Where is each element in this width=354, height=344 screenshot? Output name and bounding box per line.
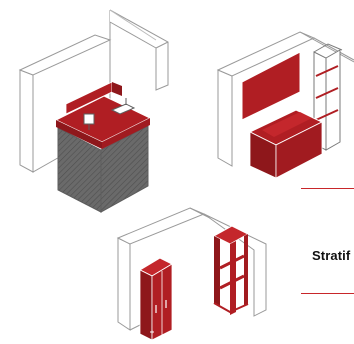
storage-open-shelving xyxy=(212,225,250,315)
caption-divider-top xyxy=(301,188,354,189)
room-reception-counter xyxy=(18,9,169,173)
reception-desk xyxy=(54,81,152,213)
room-storage xyxy=(116,207,267,331)
caption-divider-bottom xyxy=(301,293,354,294)
storage-wardrobe xyxy=(138,257,174,341)
room-lounge xyxy=(216,31,354,167)
caption-label: Stratif xyxy=(312,248,351,263)
lounge-sofa xyxy=(248,109,324,179)
